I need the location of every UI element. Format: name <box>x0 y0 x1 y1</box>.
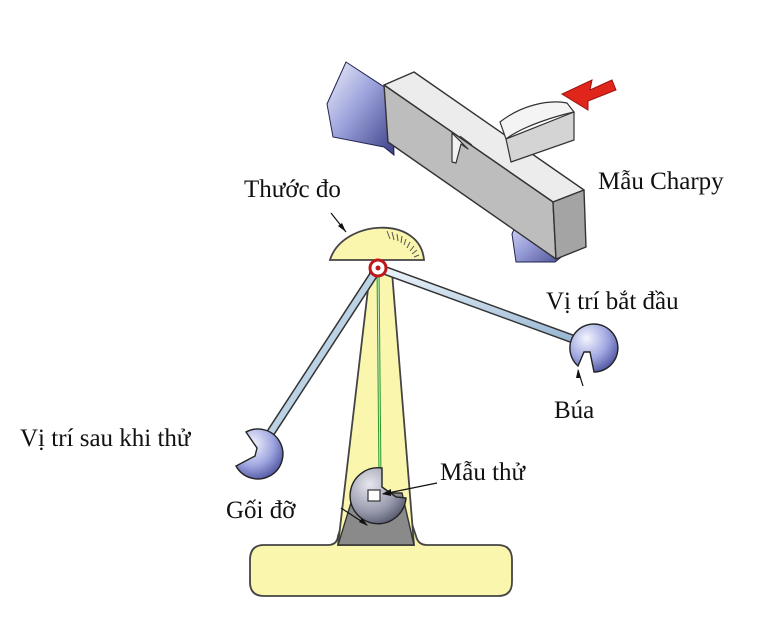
pendulum-machine <box>235 226 619 597</box>
red-arrow-icon <box>560 79 617 111</box>
label-test-specimen: Mẫu thử <box>440 459 527 486</box>
specimen-notch <box>451 132 469 164</box>
label-scale: Thước đo <box>244 176 341 203</box>
arm-start-position <box>376 263 594 351</box>
leader-specimen-arrowhead <box>382 489 391 496</box>
charpy-specimen-illustration <box>326 61 617 263</box>
leader-hammer-arrowhead <box>576 369 581 378</box>
scale-ticks <box>386 230 420 258</box>
leader-support-arrowhead <box>359 518 368 526</box>
hammer-start-position <box>569 323 619 373</box>
hammer-after-test-position <box>235 428 284 480</box>
arm-after-test-position <box>258 265 382 449</box>
label-start-position: Vị trí bắt đầu <box>546 288 679 315</box>
specimen-end-face <box>552 189 587 260</box>
test-specimen <box>367 489 381 502</box>
leader-scale-arrowhead <box>338 223 346 232</box>
scale-dial <box>328 226 425 261</box>
label-after-test-position: Vị trí sau khi thử <box>20 425 192 452</box>
label-charpy-specimen: Mẫu Charpy <box>598 168 724 195</box>
leader-specimen <box>382 482 438 495</box>
left-anvil-jaw <box>326 61 395 157</box>
label-support: Gối đỡ <box>226 497 296 524</box>
label-hammer: Búa <box>554 397 594 424</box>
